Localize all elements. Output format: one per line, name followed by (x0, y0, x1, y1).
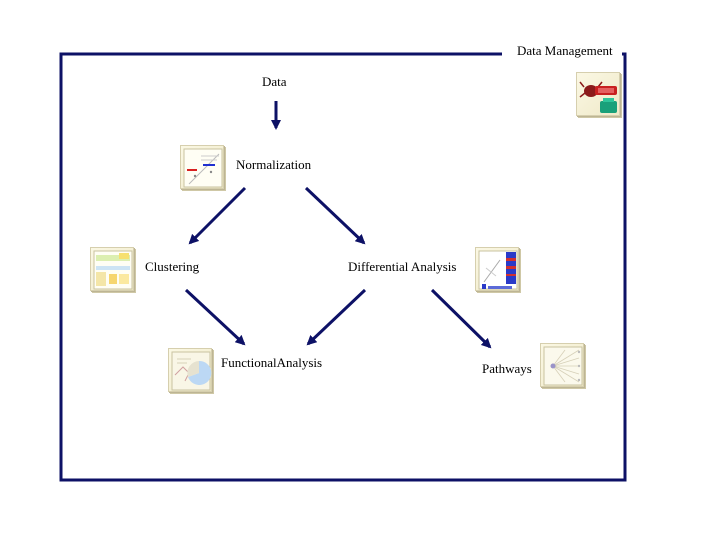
node-label-functional-analysis: FunctionalAnalysis (221, 355, 323, 370)
clustering-heatmap-icon[interactable] (90, 247, 134, 291)
normalization-plot-icon[interactable] (180, 145, 224, 189)
arrow-normalization-to-clustering (188, 186, 247, 245)
data-management-frame (59, 52, 627, 482)
node-label-differential-analysis: Differential Analysis (348, 259, 457, 274)
node-label-data-management: Data Management (517, 43, 613, 58)
differential-analysis-plot-icon[interactable] (475, 247, 519, 291)
node-label-pathways: Pathways (482, 361, 532, 376)
node-label-data: Data (262, 74, 287, 89)
node-label-clustering: Clustering (145, 259, 200, 274)
node-label-normalization: Normalization (236, 157, 312, 172)
arrow-differential-to-functional-analysis (306, 288, 367, 346)
arrow-clustering-to-functional-analysis (184, 288, 246, 346)
database-icon[interactable] (576, 72, 620, 116)
pie-chart-icon[interactable] (168, 348, 212, 392)
arrow-normalization-to-differential-analysis (304, 186, 366, 245)
arrow-differential-to-pathways (430, 288, 492, 349)
pathway-network-icon[interactable] (540, 343, 584, 387)
